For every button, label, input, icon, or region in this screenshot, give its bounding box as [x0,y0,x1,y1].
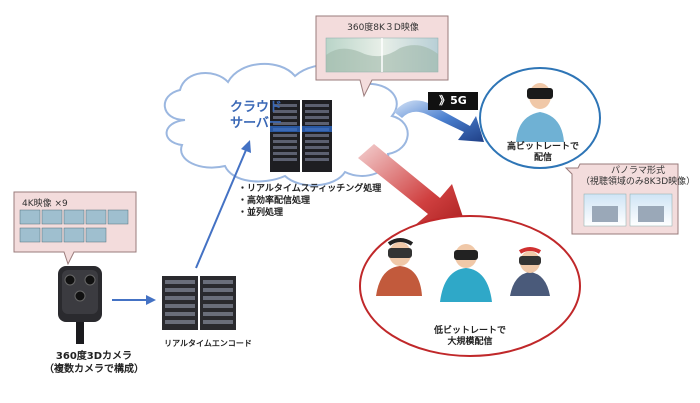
arrow-to-low-bitrate [358,144,470,238]
vr-viewer-boy-icon [440,244,492,302]
callout-360-video [315,15,449,98]
low-bitrate-line2: 大規模配信 [447,337,493,347]
encoder-label: リアルタイムエンコード [164,339,252,348]
cloud-server-icon [270,100,332,172]
arrow-encoder-to-cloud [195,140,251,269]
cloud-server-label: クラウド サーバー [216,100,296,132]
high-bitrate-label: 高ビットレートで 配信 [480,142,606,164]
cloud-title-line2: サーバー [230,116,282,131]
callout-360-title: 360度8K３D映像 [347,23,419,33]
callout-panorama-title: パノラマ形式 （視聴領域のみ8K3D映像） [578,166,698,188]
camera-line1: 360度3Dカメラ [55,351,133,362]
callout-panorama [564,163,679,235]
arrow-camera-to-encoder [112,295,156,305]
processing-item: ・並列処理 [238,208,284,218]
vr-viewer-woman-icon [376,238,422,296]
callout-4k-video [13,191,137,266]
encoder-rack-icon [162,276,236,330]
vr-viewer-girl-icon [510,247,550,296]
processing-list: ・リアルタイムスティッチング処理 ・高効率配信処理 ・並列処理 [238,183,381,219]
vr-viewer-man-icon [516,83,564,142]
processing-item: ・高効率配信処理 [238,196,311,206]
camera-line2: （複数カメラで構成） [44,364,144,375]
5g-label: 》5G [428,92,478,110]
camera-360-3d-icon [58,266,102,344]
cloud-title-line1: クラウド [229,100,282,115]
panorama-line2: （視聴領域のみ8K3D映像） [580,177,696,187]
high-bitrate-line2: 配信 [533,153,552,163]
low-bitrate-line1: 低ビットレートで [433,326,506,336]
high-bitrate-line1: 高ビットレートで [506,142,579,152]
processing-item: ・リアルタイムスティッチング処理 [238,184,382,194]
low-bitrate-label: 低ビットレートで 大規模配信 [400,326,540,348]
camera-label: 360度3Dカメラ （複数カメラで構成） [24,350,164,376]
callout-4k-title: 4K映像 ×9 [22,199,68,209]
arrow-5g-to-high-bitrate [394,100,484,142]
panorama-line1: パノラマ形式 [610,166,665,176]
